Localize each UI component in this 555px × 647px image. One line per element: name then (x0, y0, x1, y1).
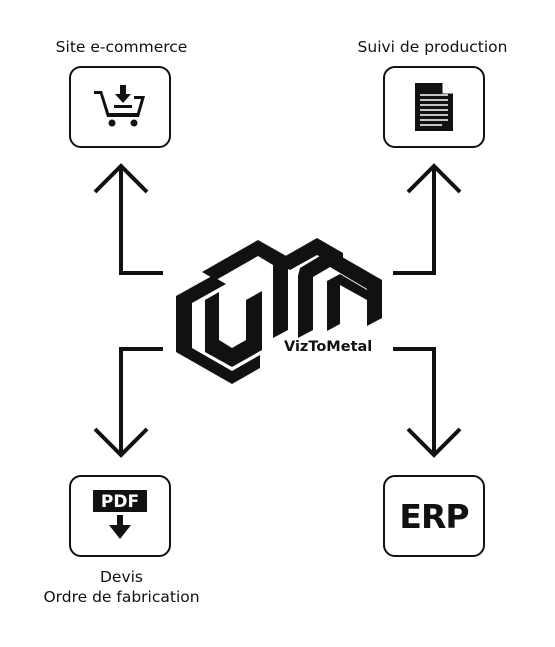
arrowhead-to-production (406, 163, 462, 194)
arrow-to-production (393, 166, 436, 275)
arrow-to-devis (119, 347, 163, 455)
pdf-icon-text: PDF (101, 492, 139, 512)
devis-label-line1: Devis (99, 568, 144, 586)
pdf-download-icon: PDF (93, 490, 147, 539)
document-icon (415, 83, 453, 131)
ecommerce-label: Site e-commerce (55, 38, 188, 56)
devis-box: PDF (69, 475, 171, 557)
arrowhead-to-ecommerce (93, 163, 149, 194)
viztometal-logo (176, 238, 382, 384)
production-box (383, 66, 485, 148)
arrowhead-to-devis (93, 427, 149, 458)
production-label: Suivi de production (357, 38, 508, 56)
erp-text-icon: ERP (399, 496, 469, 536)
logo-wordmark: VizToMetal (284, 339, 373, 355)
devis-label-line2: Ordre de fabrication (43, 588, 200, 606)
arrowhead-to-erp (406, 427, 462, 458)
erp-box: ERP (383, 475, 485, 557)
shopping-cart-download-icon (94, 85, 145, 127)
arrow-to-erp (393, 347, 436, 455)
ecommerce-box (69, 66, 171, 148)
arrow-to-ecommerce (119, 166, 163, 275)
